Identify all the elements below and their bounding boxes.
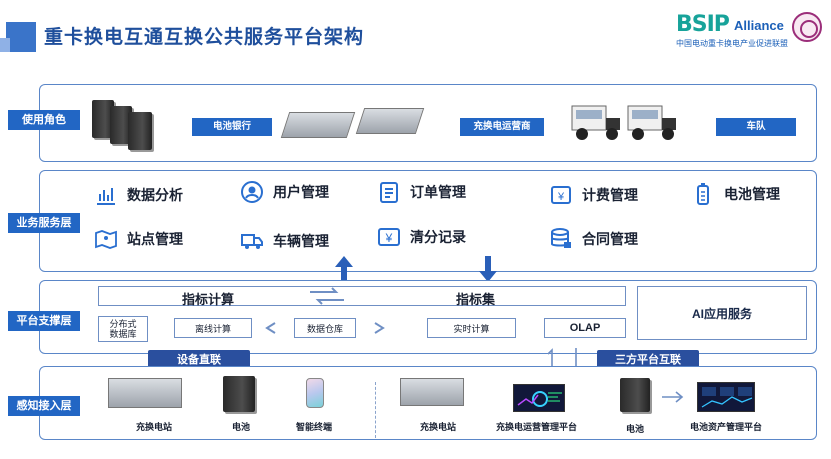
truck-icon [241, 234, 263, 249]
bsip-logo: BSIP Alliance 中国电动重卡换电产业促进联盟 [676, 12, 788, 50]
swap-station-image [355, 108, 425, 134]
data-warehouse-box[interactable]: 数据仓库 [294, 318, 356, 338]
service-user-management[interactable]: 用户管理 [240, 180, 329, 204]
service-label: 计费管理 [582, 187, 638, 203]
role-tag-fleet: 车队 [716, 118, 796, 136]
service-order-management[interactable]: 订单管理 [377, 180, 466, 204]
service-label: 用户管理 [273, 184, 329, 200]
device-caption: 智能终端 [296, 422, 333, 432]
device-caption: 充换电站 [420, 422, 457, 432]
battery-cabinet-image [110, 106, 132, 144]
role-tag-operator: 充换电运营商 [460, 118, 544, 136]
device-caption: 电池资产管理平台 [690, 422, 763, 432]
divider-dashed [375, 382, 376, 438]
service-label: 订单管理 [410, 184, 466, 200]
battery-icon [697, 183, 709, 205]
service-vehicle-management[interactable]: 车辆管理 [240, 229, 329, 253]
layer-label-platform: 平台支撑层 [8, 311, 80, 331]
roles-layer [39, 84, 817, 162]
logo-chinese-text: 中国电动重卡换电产业促进联盟 [676, 39, 788, 48]
swap-station-image [280, 112, 356, 138]
battery-cabinet-image [128, 112, 152, 150]
business-layer [39, 170, 817, 272]
logo-main-text: BSIP [676, 12, 730, 37]
realtime-compute-box[interactable]: 实时计算 [427, 318, 516, 338]
map-icon [95, 230, 117, 249]
distributed-database-box[interactable]: 分布式 数据库 [98, 316, 148, 342]
page-title: 重卡换电互通互换公共服务平台架构 [44, 27, 365, 48]
title-decoration [6, 22, 36, 52]
service-label: 数据分析 [127, 187, 183, 203]
layer-label-roles: 使用角色 [8, 110, 80, 130]
service-label: 电池管理 [724, 186, 780, 202]
billing-icon: ¥ [551, 186, 571, 204]
metric-bar [98, 286, 626, 306]
swap-station-image [400, 378, 464, 406]
yuan-icon: ¥ [378, 228, 400, 246]
role-tag-battery-bank: 电池银行 [192, 118, 272, 136]
layer-label-perception: 感知接入层 [8, 396, 80, 416]
battery-image [620, 378, 650, 412]
service-battery-management[interactable]: 电池管理 [691, 182, 780, 206]
service-billing-management[interactable]: ¥ 计费管理 [549, 183, 638, 207]
metric-set-label: 指标集 [456, 292, 496, 307]
title-decoration-small [0, 38, 10, 52]
olap-box[interactable]: OLAP [544, 318, 626, 338]
truck-fleet-image [571, 105, 676, 140]
battery-image [223, 376, 255, 412]
service-label: 站点管理 [127, 231, 183, 247]
service-site-management[interactable]: 站点管理 [94, 227, 183, 251]
operation-platform-screen-image [513, 384, 565, 412]
arrow-up-icon [335, 256, 353, 282]
database-icon [551, 228, 571, 248]
metric-calc-label: 指标计算 [182, 292, 235, 307]
device-caption: 充换电运营管理平台 [496, 422, 578, 432]
swap-station-image [108, 378, 182, 408]
ai-service-box[interactable]: AI应用服务 [637, 286, 807, 340]
offline-compute-box[interactable]: 离线计算 [174, 318, 252, 338]
service-label: 清分记录 [410, 229, 466, 245]
service-label: 车辆管理 [273, 233, 329, 249]
chart-icon [97, 188, 115, 205]
arrow-left-icon [265, 322, 276, 334]
battery-cabinet-image [92, 100, 114, 138]
exchange-arrows-icon [310, 287, 344, 305]
logo-sub-text: Alliance [734, 18, 784, 33]
user-icon [241, 181, 263, 203]
order-icon [380, 182, 398, 203]
service-settlement-records[interactable]: ¥ 清分记录 [377, 225, 466, 249]
arrow-right-icon [374, 322, 385, 334]
svg-text:¥: ¥ [385, 231, 393, 245]
arrow-right-icon [662, 391, 684, 403]
asset-platform-screen-image [697, 382, 755, 412]
layer-label-business: 业务服务层 [8, 213, 80, 233]
third-party-link-tag: 三方平台互联 [597, 350, 699, 370]
service-contract-management[interactable]: 合同管理 [549, 227, 638, 251]
association-seal-icon [792, 12, 822, 42]
svg-text:¥: ¥ [557, 191, 565, 203]
device-caption: 充换电站 [136, 422, 173, 432]
device-caption: 电池 [626, 424, 645, 434]
smart-terminal-image [306, 378, 324, 408]
ai-service-label: AI应用服务 [691, 306, 752, 321]
service-label: 合同管理 [582, 231, 638, 247]
arrow-down-icon [479, 256, 497, 282]
service-data-analysis[interactable]: 数据分析 [94, 183, 183, 207]
device-caption: 电池 [232, 422, 251, 432]
device-direct-link-tag: 设备直联 [148, 350, 250, 370]
